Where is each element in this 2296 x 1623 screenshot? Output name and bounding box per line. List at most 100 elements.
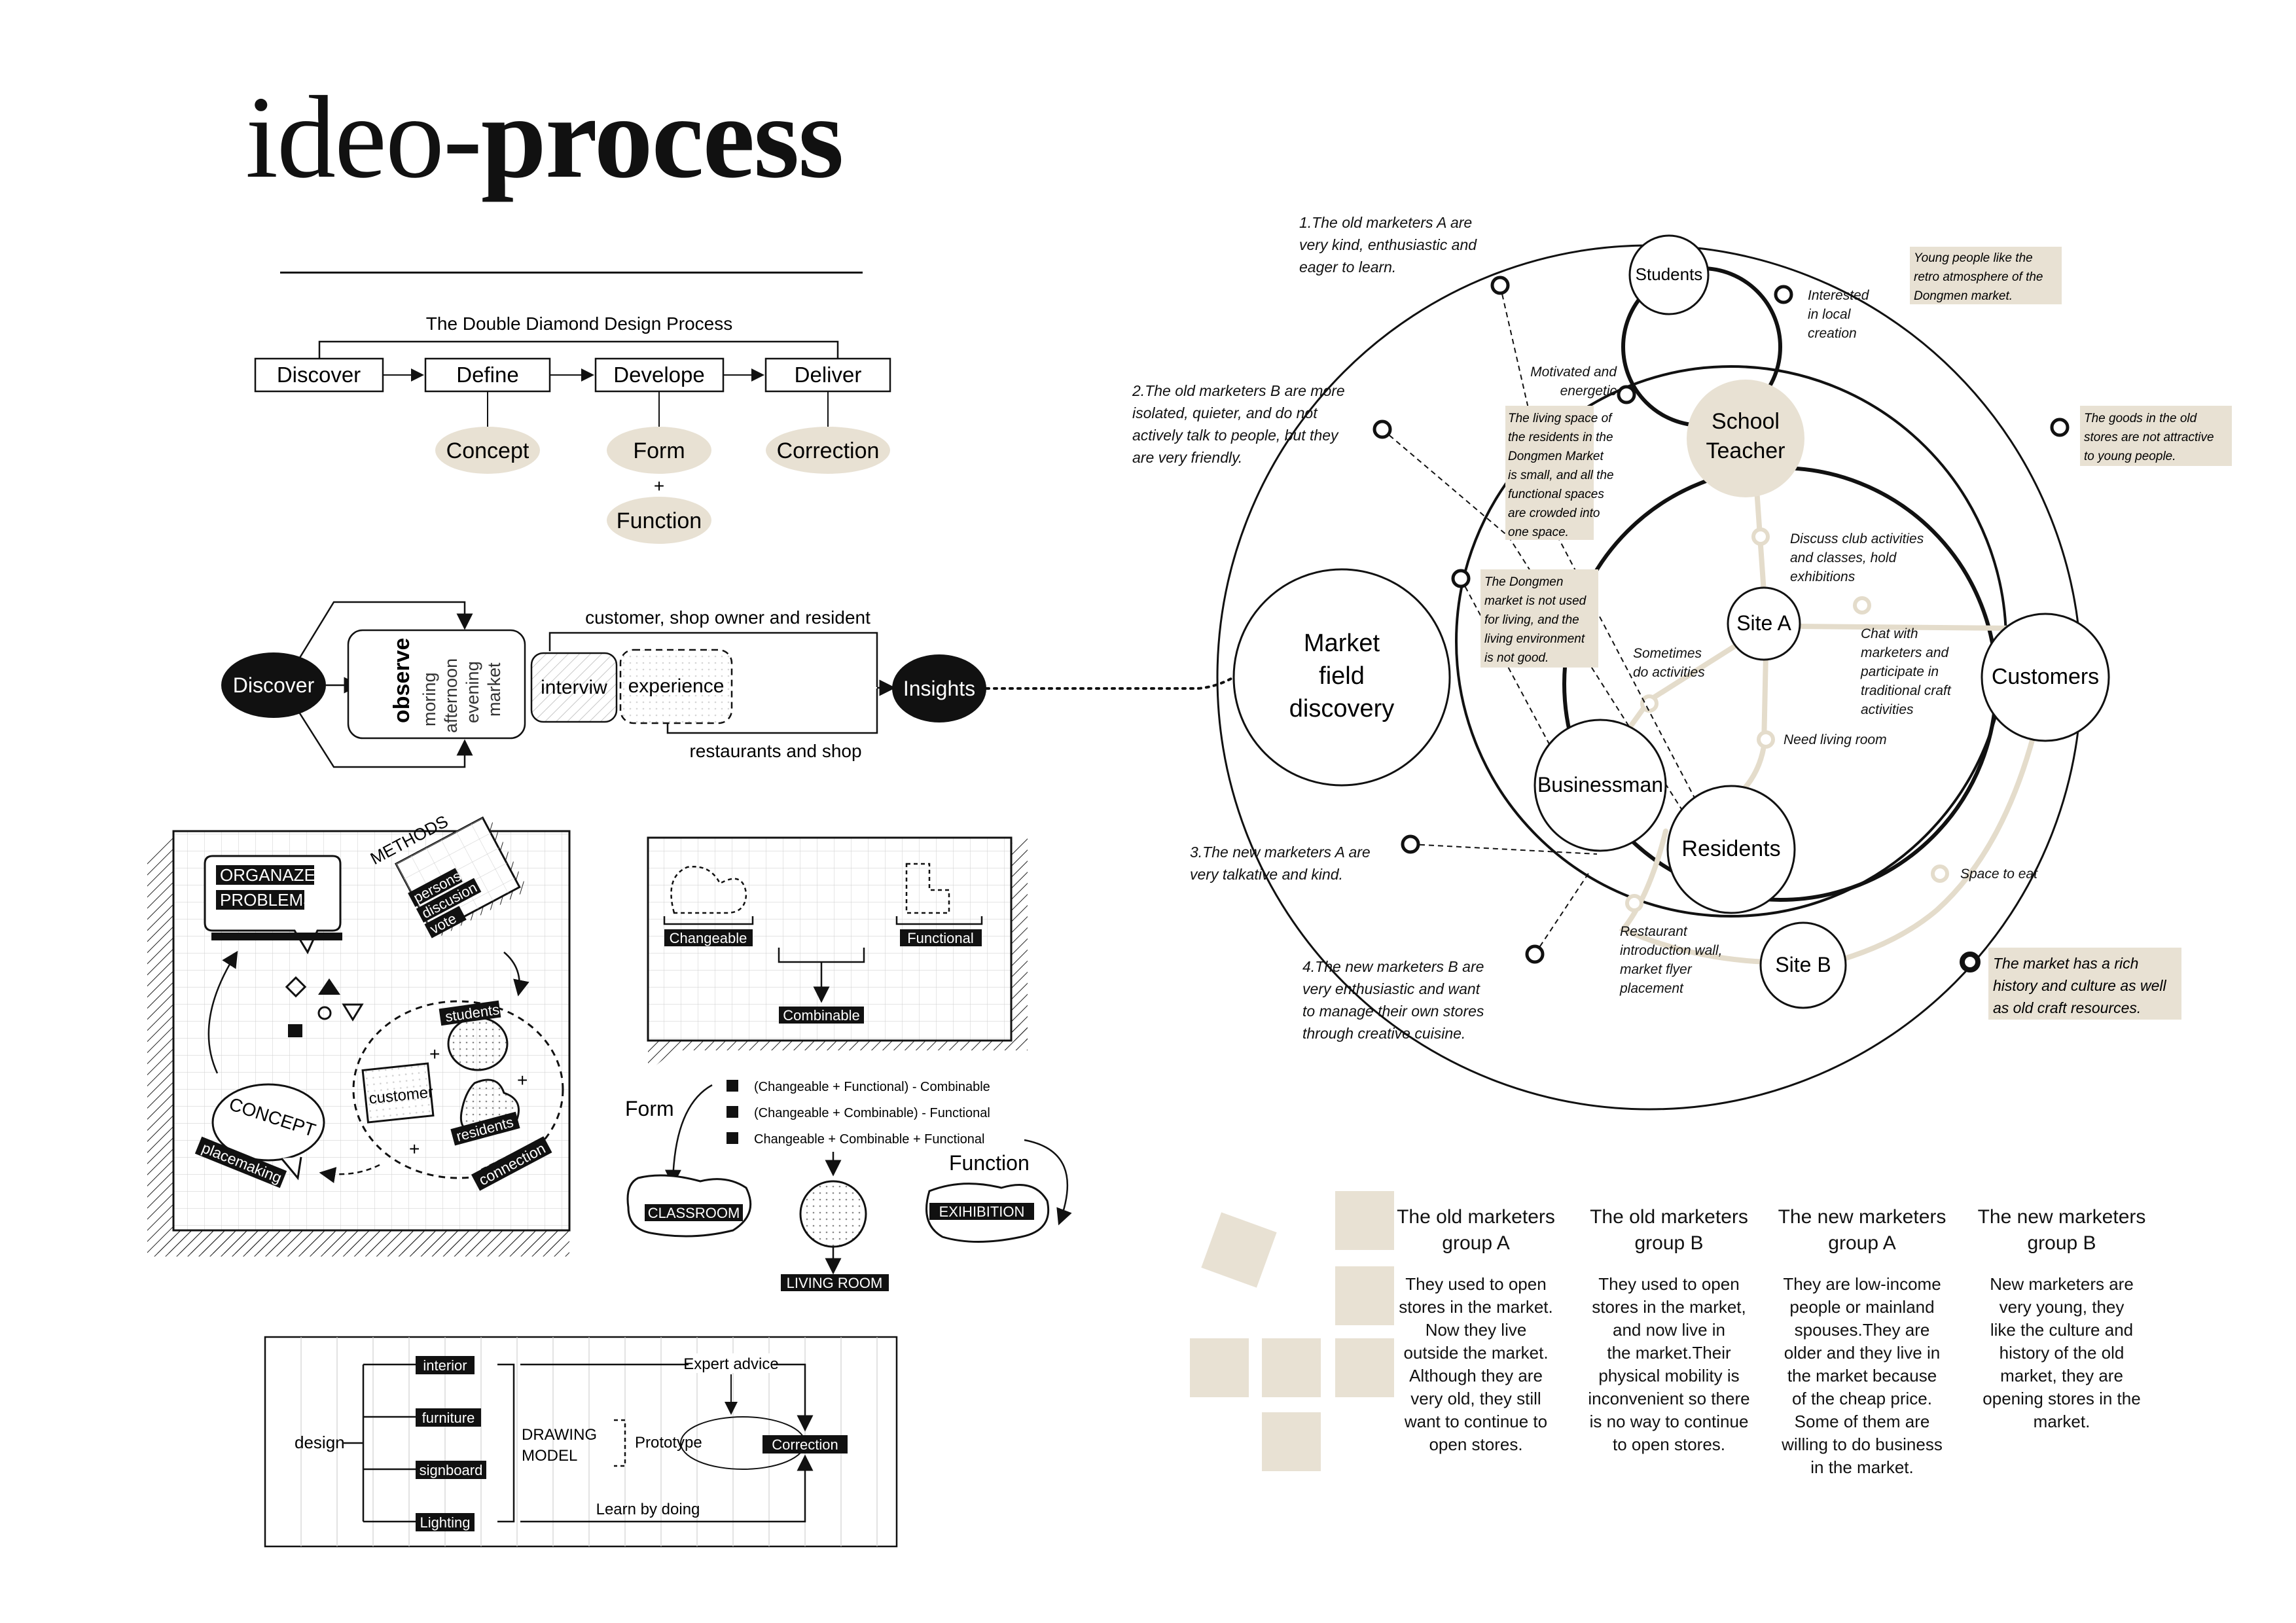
exhibition-tag: EXIHIBITION bbox=[939, 1204, 1025, 1220]
svg-text:Discuss club activities: Discuss club activities bbox=[1790, 531, 1924, 546]
correction-label: Correction bbox=[777, 438, 880, 463]
function-heading: Function bbox=[949, 1151, 1030, 1175]
svg-text:Sometimes: Sometimes bbox=[1633, 646, 1702, 661]
observe-box bbox=[347, 629, 526, 740]
form-pill bbox=[607, 427, 711, 474]
stage-deliver: Deliver bbox=[764, 357, 891, 393]
svg-text:functional spaces: functional spaces bbox=[1508, 488, 1604, 501]
svg-text:living environment: living environment bbox=[1484, 632, 1585, 646]
changeable-tag: Changeable bbox=[670, 930, 747, 946]
stage-discover: Discover bbox=[254, 357, 384, 393]
students-node bbox=[1628, 234, 1710, 315]
svg-text:energetic: energetic bbox=[1560, 383, 1617, 399]
experience-box bbox=[619, 649, 733, 724]
site-a-node bbox=[1727, 586, 1801, 661]
svg-text:market flyer: market flyer bbox=[1620, 962, 1693, 977]
note-history: The market has a rich history and cultur… bbox=[1988, 948, 2181, 1020]
svg-text:Develope: Develope bbox=[613, 363, 704, 387]
svg-text:Teacher: Teacher bbox=[1706, 438, 1785, 463]
svg-text:as old craft resources.: as old craft resources. bbox=[1993, 999, 2141, 1016]
svg-text:Insights: Insights bbox=[903, 677, 975, 700]
design-item-furniture: furniture bbox=[422, 1410, 475, 1426]
design-item-interior: interior bbox=[423, 1357, 467, 1374]
svg-text:+: + bbox=[429, 1044, 440, 1064]
correction-tag: Correction bbox=[772, 1436, 838, 1453]
svg-text:The goods in the old: The goods in the old bbox=[2084, 412, 2198, 425]
form-option-2: (Changeable + Combinable) - Functional bbox=[754, 1106, 990, 1120]
svg-text:market: market bbox=[484, 662, 504, 717]
svg-text:history and culture as well: history and culture as well bbox=[1993, 977, 2167, 994]
svg-text:traditional craft: traditional craft bbox=[1861, 683, 1952, 698]
form-option-1: (Changeable + Functional) - Combinable bbox=[754, 1080, 990, 1094]
svg-text:Customers: Customers bbox=[1992, 664, 2099, 689]
svg-text:do activities: do activities bbox=[1633, 665, 1705, 680]
svg-text:School: School bbox=[1712, 409, 1780, 434]
double-diamond-heading: The Double Diamond Design Process bbox=[426, 313, 732, 334]
page-title: ideo-process bbox=[245, 79, 844, 196]
svg-text:experience: experience bbox=[628, 675, 725, 697]
svg-text:The living space of: The living space of bbox=[1508, 412, 1613, 425]
school-teacher-node bbox=[1687, 380, 1804, 497]
svg-text:very talkative and kind.: very talkative and kind. bbox=[1190, 866, 1343, 883]
svg-text:Residents: Residents bbox=[1681, 836, 1780, 861]
svg-text:placement: placement bbox=[1619, 981, 1684, 996]
interview-box bbox=[530, 652, 618, 723]
svg-text:Dongmen Market: Dongmen Market bbox=[1508, 450, 1604, 463]
svg-text:actively talk to people, but t: actively talk to people, but they bbox=[1132, 427, 1339, 444]
group-b-new-text: 4.The new marketers B are bbox=[1302, 958, 1484, 975]
svg-text:Discover: Discover bbox=[233, 673, 315, 697]
svg-text:one space.: one space. bbox=[1508, 526, 1569, 539]
market-node bbox=[1232, 568, 1451, 787]
svg-text:very enthusiastic and want: very enthusiastic and want bbox=[1302, 980, 1481, 997]
svg-text:Site B: Site B bbox=[1775, 953, 1831, 976]
plus-sign: + bbox=[654, 476, 664, 496]
svg-text:Define: Define bbox=[456, 363, 518, 387]
svg-text:Discover: Discover bbox=[277, 363, 361, 387]
insights-node bbox=[892, 654, 986, 722]
form-label: Form bbox=[633, 438, 685, 463]
title-light: ideo- bbox=[245, 72, 482, 202]
living-room-tag: LIVING ROOM bbox=[787, 1275, 883, 1291]
stakeholder-network: Market field discovery Students School T… bbox=[1132, 214, 2232, 1111]
svg-text:creation: creation bbox=[1808, 326, 1857, 341]
functional-tag: Functional bbox=[907, 930, 974, 946]
design-label: design bbox=[295, 1433, 345, 1452]
svg-text:activities: activities bbox=[1861, 702, 1914, 717]
svg-text:discovery: discovery bbox=[1289, 695, 1395, 722]
businessman-node bbox=[1534, 719, 1667, 852]
concept-pill bbox=[435, 427, 540, 474]
note-goods: The goods in the old stores are not attr… bbox=[2080, 406, 2232, 466]
svg-text:Businessman: Businessman bbox=[1537, 773, 1663, 796]
svg-text:The market has a rich: The market has a rich bbox=[1993, 955, 2138, 972]
svg-text:Interested: Interested bbox=[1808, 288, 1870, 303]
svg-text:is small, and all the: is small, and all the bbox=[1508, 469, 1614, 482]
svg-text:Young people like the: Young people like the bbox=[1914, 251, 2033, 265]
combinable-tag: Combinable bbox=[783, 1007, 859, 1024]
svg-text:Need living room: Need living room bbox=[1784, 732, 1887, 747]
svg-text:marketers and: marketers and bbox=[1861, 645, 1950, 660]
design-item-signboard: signboard bbox=[420, 1462, 483, 1478]
svg-text:for living, and the: for living, and the bbox=[1484, 613, 1579, 627]
svg-text:market is not used: market is not used bbox=[1484, 594, 1587, 608]
svg-text:Market: Market bbox=[1304, 630, 1380, 657]
svg-text:moring: moring bbox=[420, 672, 439, 726]
model-label: MODEL bbox=[522, 1447, 577, 1465]
svg-text:+: + bbox=[409, 1139, 420, 1159]
classroom-tag: CLASSROOM bbox=[648, 1205, 740, 1221]
svg-text:Deliver: Deliver bbox=[795, 363, 862, 387]
svg-text:stores are not attractive: stores are not attractive bbox=[2084, 431, 2214, 444]
interview-targets-label: customer, shop owner and resident bbox=[585, 607, 870, 628]
svg-text:Chat with: Chat with bbox=[1861, 626, 1918, 641]
observe-label: observe bbox=[389, 638, 414, 723]
experience-targets-label: restaurants and shop bbox=[689, 741, 861, 761]
svg-text:very kind, enthusiastic and: very kind, enthusiastic and bbox=[1299, 236, 1477, 253]
svg-text:to manage their own stores: to manage their own stores bbox=[1302, 1003, 1484, 1020]
svg-text:Dongmen market.: Dongmen market. bbox=[1914, 289, 2013, 303]
svg-text:exhibitions: exhibitions bbox=[1790, 569, 1856, 584]
group-b-old-text: 2.The old marketers B are more bbox=[1132, 382, 1345, 399]
svg-text:participate in: participate in bbox=[1860, 664, 1939, 679]
site-b-node bbox=[1759, 921, 1847, 1009]
